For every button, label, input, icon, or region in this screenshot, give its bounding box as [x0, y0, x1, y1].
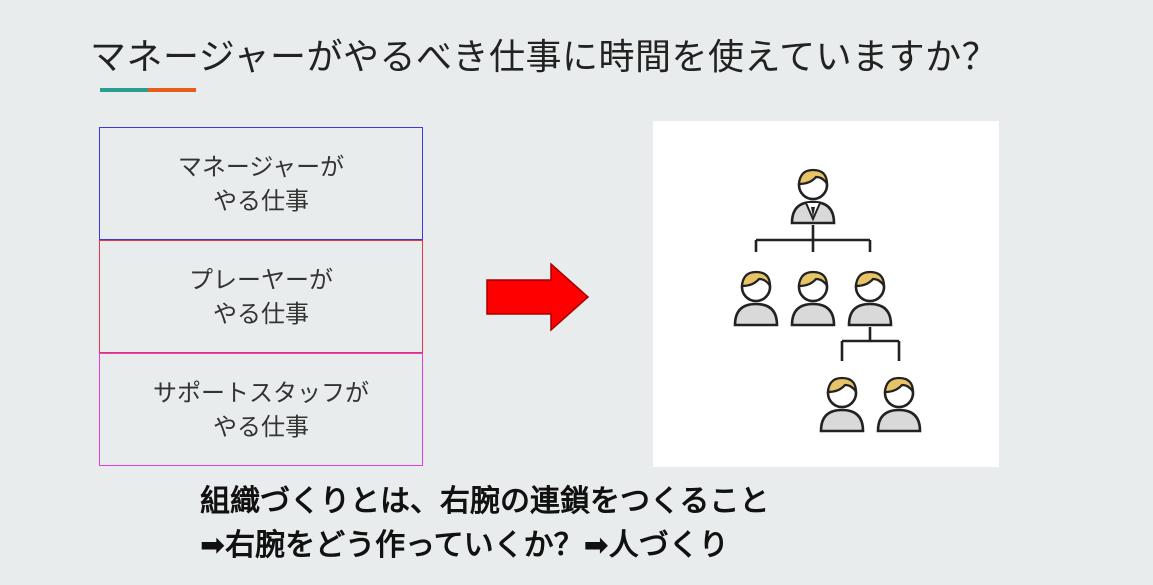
box-label-line2: やる仕事: [213, 299, 309, 328]
summary-line1: 組織づくりとは、右腕の連鎖をつくること: [200, 484, 770, 519]
title-accent-orange: [148, 88, 196, 92]
box-label-line1: プレーヤーが: [189, 265, 333, 294]
org-chart-illustration: [653, 121, 999, 467]
right-arrow-icon: [486, 262, 590, 332]
box-label-line2: やる仕事: [212, 186, 309, 215]
page-title: マネージャーがやるべき仕事に時間を使えていますか？: [90, 37, 999, 78]
box-label-line1: マネージャーが: [177, 152, 345, 181]
staff-person-icon: [819, 376, 865, 433]
player-person-icon: [733, 270, 779, 327]
support-staff-tasks-box: サポートスタッフが やる仕事: [99, 353, 423, 466]
box-label-line1: サポートスタッフが: [153, 378, 369, 407]
manager-person-icon: [790, 168, 836, 225]
title-accent-teal: [100, 88, 148, 92]
player-tasks-box: プレーヤーが やる仕事: [99, 240, 423, 353]
player-person-icon: [847, 270, 893, 327]
summary-line2: ➡右腕をどう作っていくか？➡人づくり: [200, 528, 729, 563]
staff-person-icon: [876, 376, 922, 433]
org-hierarchy-icon: [733, 168, 922, 433]
box-label-line2: やる仕事: [213, 412, 309, 441]
player-person-icon: [790, 270, 836, 327]
summary-text: 組織づくりとは、右腕の連鎖をつくること ➡右腕をどう作っていくか？➡人づくり: [200, 480, 769, 568]
manager-tasks-box: マネージャーが やる仕事: [99, 127, 423, 240]
